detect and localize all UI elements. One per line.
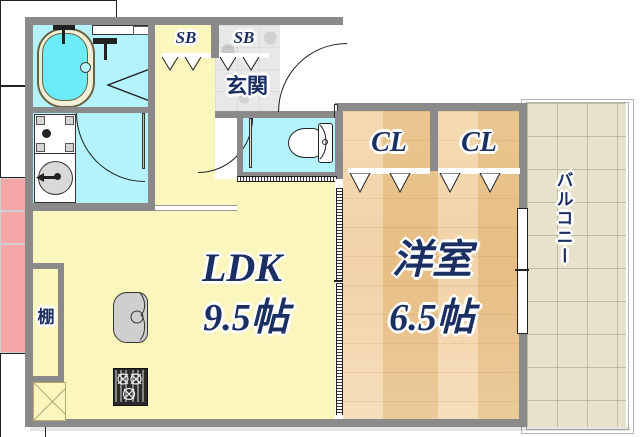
wall-shelf-right <box>58 263 64 376</box>
exterior-wall-bottom <box>25 419 527 427</box>
room-balcony <box>527 103 626 427</box>
ldk-western-sliding-door-lower[interactable] <box>336 283 343 415</box>
cl-left-door-band <box>348 168 430 174</box>
sb-right-door-band <box>219 53 269 58</box>
storage-shelf <box>0 244 27 353</box>
sb-left-door-outline-icon <box>161 56 202 71</box>
vanity-faucet-icon <box>40 176 57 179</box>
wm-drain-icon <box>42 129 51 138</box>
wall-toilet-left <box>237 118 243 172</box>
ldk-western-sliding-door-upper[interactable] <box>336 188 343 281</box>
exterior-wall-top-left <box>25 17 335 25</box>
toilet-door-panel[interactable] <box>249 118 252 168</box>
wm-corner-tr-icon <box>65 116 74 125</box>
exterior-wall-left <box>25 17 33 427</box>
shower-mixer-icon <box>93 38 117 44</box>
balcony-sliding-door-panel-top[interactable] <box>517 208 528 272</box>
room-ldk <box>33 211 335 419</box>
bathtub-drain-icon <box>80 62 91 73</box>
wall-toilet-right <box>335 111 343 172</box>
gas-stove-burners-icon <box>115 370 144 402</box>
wall-toilet-bottom <box>237 172 343 179</box>
sb-left-door-band <box>161 53 211 58</box>
toilet-bowl-icon <box>288 128 322 158</box>
bathtub-faucet-icon <box>53 25 75 30</box>
bathroom-folding-door-icon <box>106 68 151 102</box>
cl-left-door-teeth-icon <box>349 173 411 193</box>
shower-riser-icon <box>104 44 107 60</box>
bathtub-spout-icon <box>62 30 65 44</box>
wall-shelf-bottom <box>25 376 64 382</box>
wm-corner-bl-icon <box>36 143 45 152</box>
wall-genkan-bottom <box>215 111 343 118</box>
wall-genkan-right <box>335 17 343 25</box>
cl-right-door-band <box>438 168 520 174</box>
pipe-shaft-box <box>33 382 66 421</box>
ldk-threshold-hallway <box>155 205 237 211</box>
room-ldk-upper <box>155 179 335 219</box>
wall-bath-washroom <box>33 107 148 113</box>
vanity-drain-icon <box>54 173 61 180</box>
plan-bottom-shadow <box>30 427 630 431</box>
washroom-door-panel[interactable] <box>142 113 145 169</box>
ldk-threshold-toilet <box>237 176 337 182</box>
kitchen-sink-detail-icon <box>130 292 146 341</box>
wm-corner-br-icon <box>65 143 74 152</box>
sb-right-door-outline-icon <box>219 56 260 71</box>
wall-between-cl <box>430 103 438 171</box>
wall-washroom-bottom <box>33 203 155 211</box>
wall-between-sb <box>211 17 219 58</box>
kitchen-sink-icon <box>113 292 148 343</box>
wall-shelf-top <box>25 263 64 269</box>
bathroom-mirror <box>133 26 149 35</box>
vanity-faucet-arrow-icon <box>36 173 44 182</box>
wm-corner-tl-icon <box>36 116 45 125</box>
balcony-sliding-door-panel-bottom[interactable] <box>517 270 528 334</box>
wall-wet-block-right <box>148 17 155 211</box>
cl-right-door-teeth-icon <box>439 173 501 193</box>
partition-mullion <box>334 280 343 282</box>
toilet-tank-detail-icon <box>319 124 328 160</box>
balcony-door-mullion <box>515 269 529 271</box>
balcony-inner-frame <box>526 102 629 430</box>
